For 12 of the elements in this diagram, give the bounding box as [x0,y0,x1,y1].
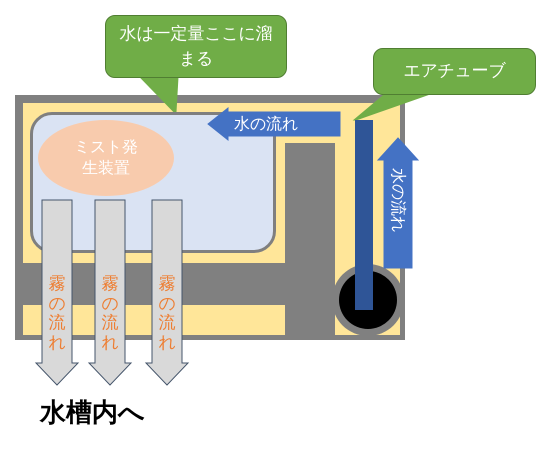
node-label: エアチューブ [404,60,506,84]
callout-tail [352,94,430,120]
arrow-label: 霧の流れ [101,275,119,354]
arrow-label: 霧の流れ [158,275,176,354]
node-label: 水は一定量ここに溜まる [118,22,274,70]
air-tube [355,120,373,310]
node-label: ミスト発生装置 [73,137,139,179]
arrow-label: 水の流れ [234,114,298,135]
arrow-label: 霧の流れ [48,275,66,354]
callout-tail [138,76,179,112]
caption-text: 水槽内へ [40,397,145,430]
arrow-label: 水の流れ [388,168,408,232]
